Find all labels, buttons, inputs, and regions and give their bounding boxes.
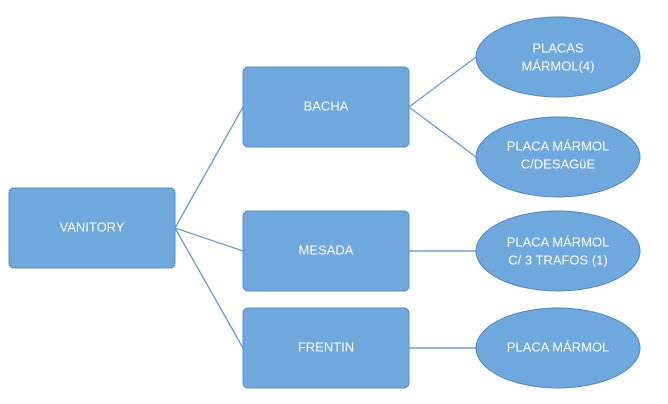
node-placas-marmol-4: PLACAS MÁRMOL(4) <box>475 16 641 98</box>
node-placa-marmol-desague-line1: PLACA MÁRMOL <box>507 138 610 153</box>
node-frentin: FRENTIN <box>242 307 410 389</box>
node-placa-marmol-line1: PLACA MÁRMOL <box>507 339 610 354</box>
node-placa-marmol-trafos-line2: C/ 3 TRAFOS (1) <box>508 252 607 267</box>
node-placa-marmol: PLACA MÁRMOL <box>475 307 641 389</box>
node-bacha-label: BACHA <box>304 98 349 113</box>
connector-vanitory-mesada <box>174 227 244 252</box>
node-vanitory-label: VANITORY <box>59 219 124 234</box>
node-mesada: MESADA <box>242 210 410 292</box>
connector-bacha-placas-marmol <box>408 56 477 108</box>
node-placa-marmol-trafos: PLACA MÁRMOL C/ 3 TRAFOS (1) <box>475 210 641 292</box>
node-placa-marmol-desague-line2: C/DESAGüE <box>521 156 596 171</box>
connector-bacha-placa-desague <box>408 106 477 158</box>
node-bacha: BACHA <box>242 66 410 148</box>
node-frentin-label: FRENTIN <box>298 339 354 354</box>
node-placa-marmol-desague: PLACA MÁRMOL C/DESAGüE <box>475 116 641 198</box>
node-mesada-label: MESADA <box>299 242 354 257</box>
connector-vanitory-bacha <box>174 106 244 229</box>
node-vanitory: VANITORY <box>8 187 176 269</box>
node-placa-marmol-trafos-line1: PLACA MÁRMOL <box>507 234 610 249</box>
node-placas-marmol-4-line2: MÁRMOL(4) <box>522 58 595 73</box>
connector-vanitory-frentin <box>174 227 244 349</box>
node-placas-marmol-4-line1: PLACAS <box>532 40 584 55</box>
